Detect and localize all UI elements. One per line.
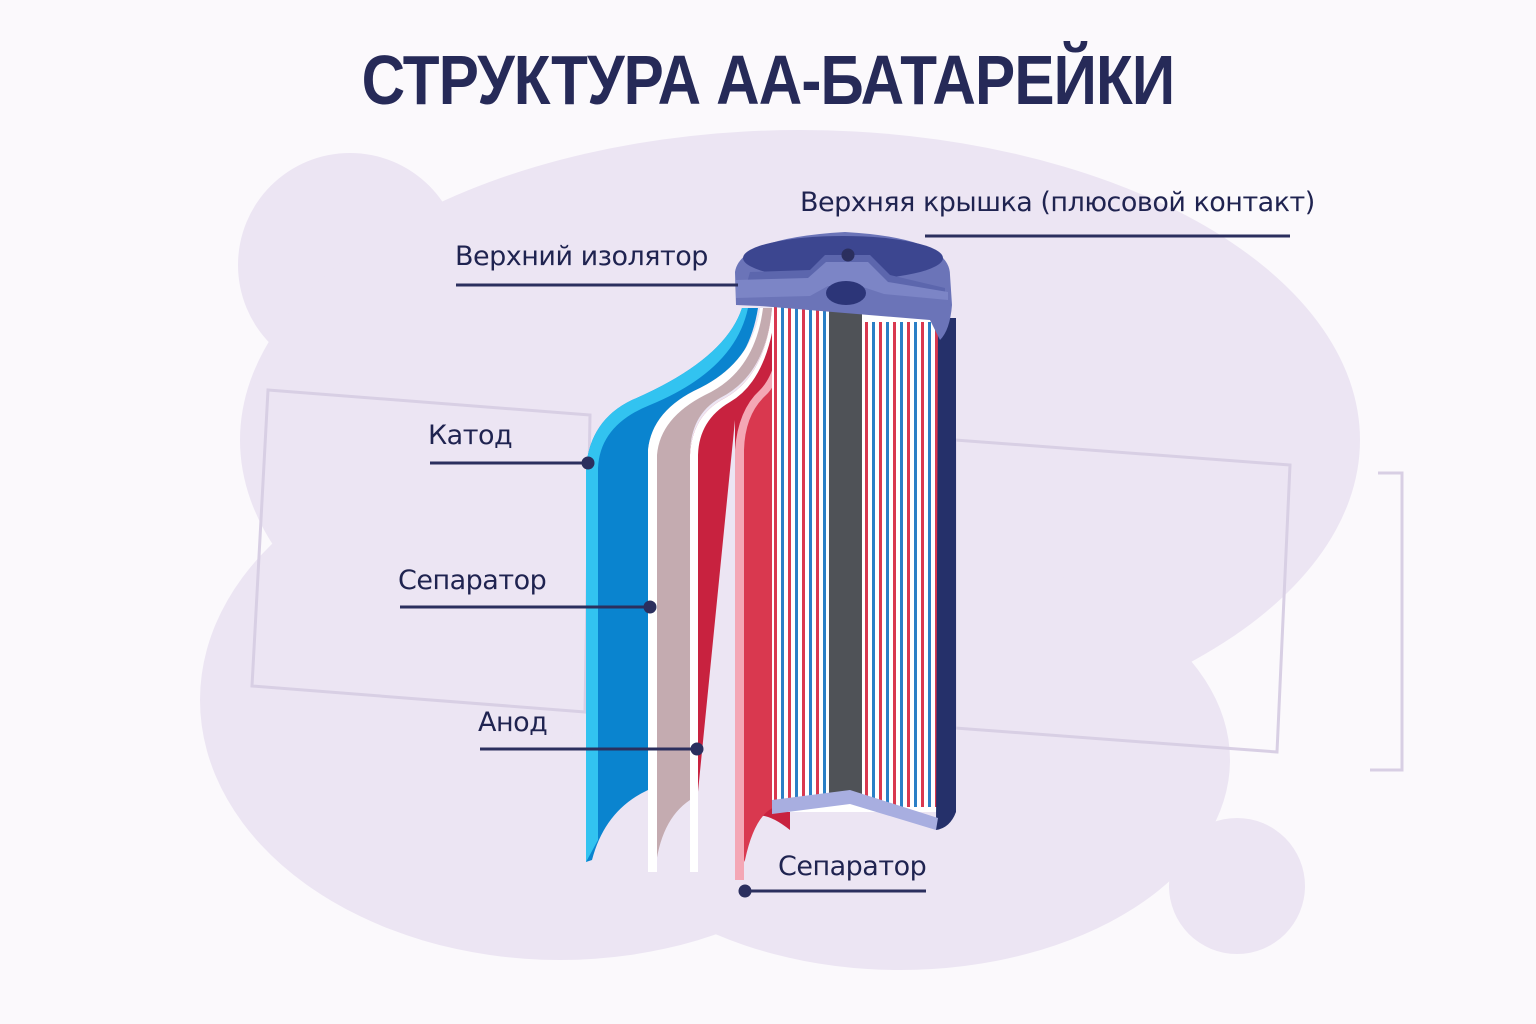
label-cathode: Катод bbox=[428, 420, 513, 451]
label-separator-outer: Сепаратор bbox=[398, 565, 547, 596]
electrode-stripe bbox=[935, 322, 938, 807]
electrode-stripe bbox=[781, 306, 784, 800]
electrode-stripe bbox=[795, 306, 798, 800]
leader-lines bbox=[400, 234, 1290, 898]
electrode-stripe bbox=[872, 322, 875, 807]
electrode-stripe bbox=[893, 322, 896, 807]
cathode-layer bbox=[586, 308, 758, 862]
electrode-stripe bbox=[928, 322, 931, 807]
electrode-stripe bbox=[788, 306, 791, 800]
casing bbox=[936, 318, 956, 830]
electrode-stripe bbox=[886, 322, 889, 807]
electrode-stripe bbox=[802, 306, 805, 800]
bottom-insulator bbox=[772, 790, 938, 830]
electrode-stripe bbox=[900, 322, 903, 807]
page-title: СТРУКТУРА АА-БАТАРЕЙКИ bbox=[361, 41, 1176, 119]
label-top-cap: Верхняя крышка (плюсовой контакт) bbox=[800, 187, 1315, 218]
label-top-insulator: Верхний изолятор bbox=[455, 241, 708, 272]
electrode-stripe bbox=[774, 306, 777, 800]
label-separator-inner: Сепаратор bbox=[778, 851, 927, 882]
separator-layer bbox=[648, 308, 772, 872]
top-cap bbox=[735, 232, 952, 340]
battery-cutaway bbox=[586, 232, 956, 880]
electrode-stripe bbox=[907, 322, 910, 807]
electrode-stripe bbox=[816, 306, 819, 800]
current-collector-core bbox=[829, 300, 862, 796]
electrode-stripe bbox=[921, 322, 924, 807]
electrode-stripe bbox=[809, 306, 812, 800]
electrode-stripe bbox=[879, 322, 882, 807]
electrode-stripe bbox=[865, 322, 868, 807]
label-anode: Анод bbox=[478, 707, 548, 738]
electrode-stripe bbox=[823, 306, 826, 800]
electrode-stripe bbox=[914, 322, 917, 807]
